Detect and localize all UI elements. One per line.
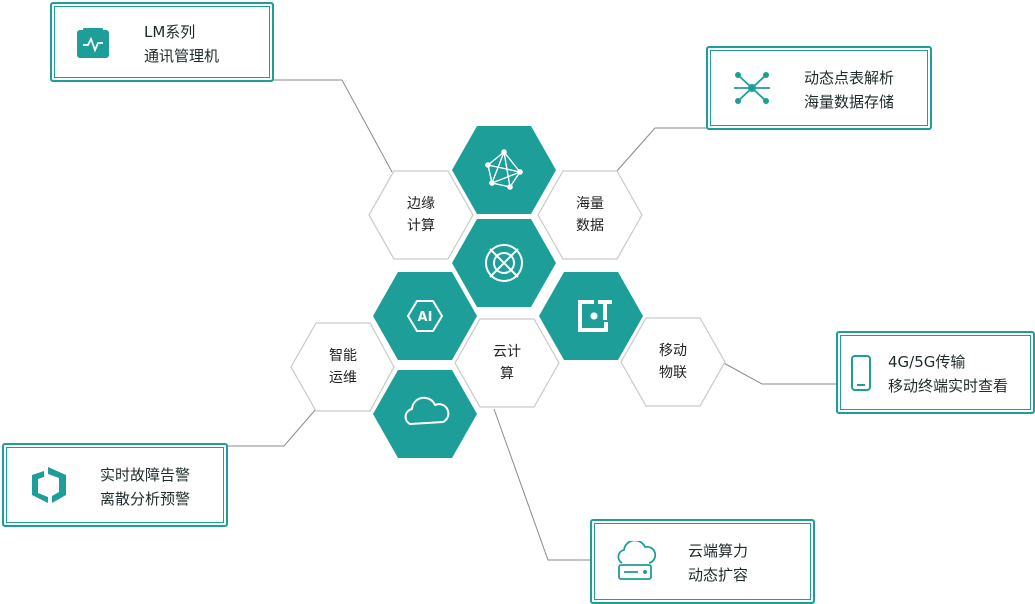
hex-ai [373,272,477,360]
connector-lm [272,79,393,173]
cloud-icon [404,396,450,425]
hex-edge-line1: 边缘 [407,196,435,212]
smartphone-icon [851,355,871,391]
card-compute-line1: 云端算力 [688,542,749,560]
connector-alarm [228,408,317,447]
hex-cloud-line2: 算 [500,366,514,382]
hex-cloud-compute [454,318,560,408]
hex-ops-line1: 智能 [329,348,357,364]
alert-shield-icon [32,467,66,503]
card-compute-text: 云端算力 动态扩容 [688,539,748,587]
cloud-server-icon [617,541,656,580]
card-lm-line2: 通讯管理机 [144,47,220,65]
card-compute-line2: 动态扩容 [688,566,749,584]
hex-top [452,126,556,214]
card-alarm-line1: 实时故障告警 [100,466,191,484]
hex-mobile-label: 移动 物联 [643,340,703,384]
card-analysis-line2: 海量数据存储 [804,93,895,111]
hex-mobile [620,317,726,407]
ai-chip-icon: AI [406,300,444,332]
hex-edge-label: 边缘 计算 [391,193,451,237]
hex-data-label: 海量 数据 [560,193,620,237]
node-graph-icon [734,72,770,104]
hex-edge [368,170,474,260]
hex-cloud [373,370,477,458]
connector-compute [493,408,592,561]
card-compute: 云端算力 动态扩容 [590,519,815,604]
hex-mobile-line2: 物联 [659,365,687,381]
card-analysis-text: 动态点表解析 海量数据存储 [804,66,894,114]
card-analysis: 动态点表解析 海量数据存储 [706,46,932,130]
hex-cloud-line1: 云计 [493,344,521,360]
svg-text:AI: AI [418,310,433,325]
hex-data [537,170,643,260]
card-lm-line1: LM系列 [144,23,196,41]
hex-data-line1: 海量 [576,196,604,212]
card-mobile-text: 4G/5G传输 移动终端实时查看 [888,350,1008,398]
hex-ops-label: 智能 运维 [313,345,373,389]
card-analysis-line1: 动态点表解析 [804,69,895,87]
card-mobile-line1: 4G/5G传输 [888,353,966,371]
hex-ops [290,322,395,412]
card-mobile: 4G/5G传输 移动终端实时查看 [836,331,1035,414]
card-alarm: 实时故障告警 离散分析预警 [2,443,228,527]
card-lm-text: LM系列 通讯管理机 [144,20,219,68]
iot-icon [578,300,612,332]
network-mesh-icon [485,149,523,190]
card-mobile-line2: 移动终端实时查看 [888,377,1009,395]
connector-mobile [721,361,838,385]
hex-ops-line2: 运维 [329,370,357,386]
hex-mobile-line1: 移动 [659,343,687,359]
card-lm: LM系列 通讯管理机 [50,2,274,82]
hex-edge-line2: 计算 [407,218,435,234]
hex-data-line2: 数据 [576,218,604,234]
card-alarm-line2: 离散分析预警 [100,490,191,508]
card-alarm-text: 实时故障告警 离散分析预警 [100,463,190,511]
hex-cloud-compute-label: 云计 算 [477,341,537,385]
target-x-icon [485,244,523,282]
device-monitor-icon [77,28,109,58]
connector-analysis [615,127,708,173]
